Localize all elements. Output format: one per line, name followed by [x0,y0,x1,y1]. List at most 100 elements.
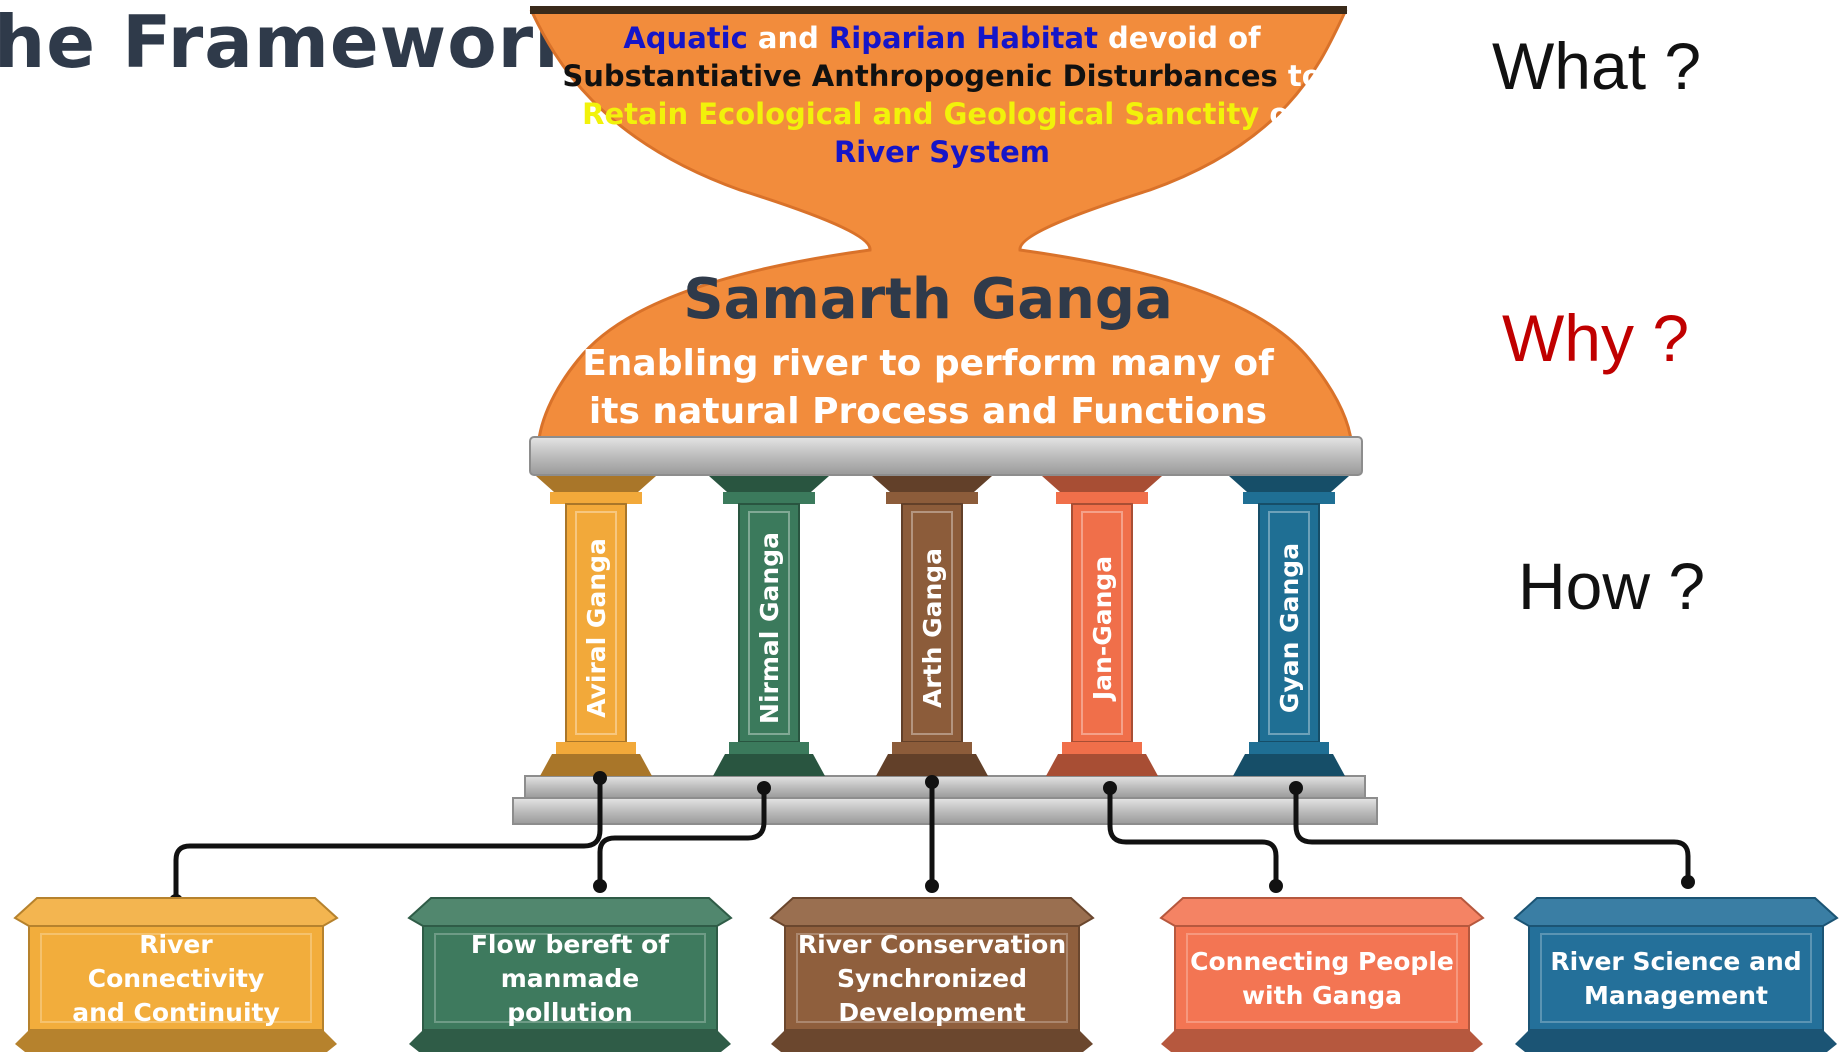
pillar-base [1046,754,1158,776]
pillar-capital [709,476,829,492]
pillar-label: Arth Ganga [918,548,947,708]
outcome-box-4: Connecting People with Ganga [1159,897,1485,1052]
outcome-box-base [1161,1030,1483,1052]
page-heading: he Framework [0,0,584,84]
outcome-box-panel [40,933,312,1023]
connector-dot [593,771,607,785]
lower-slab-bottom [512,797,1378,825]
pillar-fluting [1081,511,1123,735]
pillar-5 [1229,476,1349,776]
outcome-box-base [771,1030,1093,1052]
outcome-box-body [784,925,1080,1031]
pillar-4 [1042,476,1162,776]
pillar-base-band [729,742,809,754]
pillar-label: Aviral Ganga [582,538,611,718]
pillar-fluting [911,511,953,735]
connector-line-5 [1293,788,1691,882]
outcome-box-panel [796,933,1068,1023]
pillar-base-band [1062,742,1142,754]
outcome-box-body [28,925,324,1031]
goal-line-4: River System [834,135,1050,169]
lower-slab-top [524,775,1366,799]
outcome-box-label: and Continuity [72,998,280,1027]
outcome-box-label: River Science and [1550,947,1801,976]
outcome-box-label: River Conservation [798,930,1066,959]
outcome-box-base [1515,1030,1837,1052]
pillar-capital-band [550,492,642,504]
pillar-capital [872,476,992,492]
pillar-1 [536,476,656,776]
goal-line-3: Retain Ecological and Geological Sanctit… [582,97,1302,131]
pillar-base [540,754,652,776]
outcome-box-lid [407,897,733,927]
outcome-box-panel [434,933,706,1023]
pillar-base-band [556,742,636,754]
outcome-box-panel [1186,933,1458,1023]
outcome-box-lid [1513,897,1839,927]
pillar-fluting [748,511,790,735]
outcome-box-label: River [139,930,213,959]
goal-line-1: Aquatic and Riparian Habitat devoid of [623,21,1261,55]
outcome-box-label: Management [1584,981,1768,1010]
core-subtitle: its natural Process and Functions [589,391,1267,432]
outcome-box-label: Connectivity [88,964,265,993]
core-subtitle: Enabling river to perform many of [582,343,1274,384]
connector-dot [593,879,607,893]
outcome-box-label: Connecting People [1190,947,1454,976]
outcome-box-lid [769,897,1095,927]
capital-top-rim [530,6,1347,14]
pillar-capital [1229,476,1349,492]
outcome-box-label: Development [838,998,1025,1027]
outcome-box-2: Flow bereft of manmade pollution [407,897,733,1052]
connector-dot [757,781,771,795]
pillar-capital [536,476,656,492]
outcome-box-lid [13,897,339,927]
pillar-base-band [1249,742,1329,754]
pillar-label: Nirmal Ganga [755,532,784,724]
connector-dot [1269,879,1283,893]
what-question: What ? [1492,29,1702,103]
pillar-2 [709,476,829,776]
pillar-base [876,754,988,776]
outcome-box-body [422,925,718,1031]
connector-dot [1103,781,1117,795]
pillar-base [713,754,825,776]
pillar-capital-band [886,492,978,504]
connector-line-2 [597,788,767,886]
outcome-box-label: Flow bereft of [471,930,670,959]
outcome-box-body [1174,925,1470,1031]
pillar-label: Gyan Ganga [1275,543,1304,713]
how-question: How ? [1518,549,1706,623]
pillar-capital [1042,476,1162,492]
why-question: Why ? [1502,301,1690,375]
outcome-box-base [409,1030,731,1052]
outcome-box-label: manmade [501,964,640,993]
outcome-box-3: River ConservationSynchronizedDevelopmen… [769,897,1095,1052]
pillar-fluting [1268,511,1310,735]
outcome-box-panel [1540,933,1812,1023]
connector-line-4 [1107,788,1279,886]
outcome-box-lid [1159,897,1485,927]
connector-dot [1289,781,1303,795]
outcome-box-body [1528,925,1824,1031]
pillar-3 [872,476,992,776]
pillar-capital-band [1056,492,1148,504]
pillar-base-band [892,742,972,754]
connector-dot [925,775,939,789]
outcome-box-label: Synchronized [837,964,1027,993]
pillar-fluting [575,511,617,735]
outcome-box-label: pollution [507,998,633,1027]
connector-line-1 [173,778,603,901]
pillar-label: Jan-Ganga [1088,556,1117,702]
goal-line-2: Substantiative Anthropogenic Disturbance… [562,59,1321,93]
core-title: Samarth Ganga [683,267,1173,332]
upper-slab [529,436,1363,476]
outcome-box-label: with Ganga [1242,981,1402,1010]
pillar-base [1233,754,1345,776]
pillar-capital-band [723,492,815,504]
pillar-capital-band [1243,492,1335,504]
outcome-box-base [15,1030,337,1052]
